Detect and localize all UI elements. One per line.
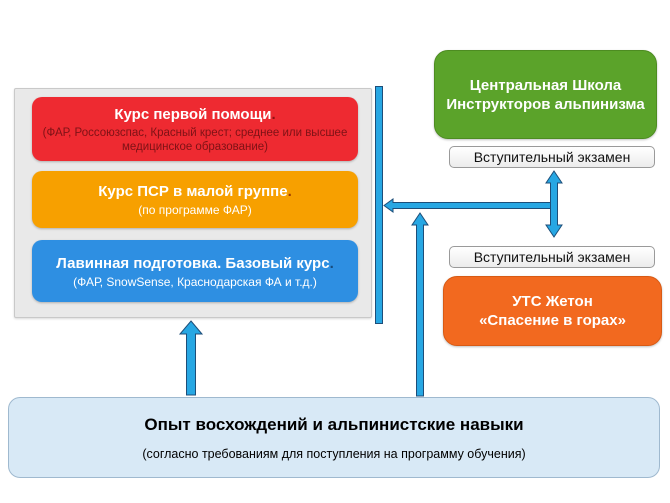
connector-left-arrow	[383, 198, 557, 213]
central-school-line1: Центральная Школа	[469, 76, 622, 94]
uts-zheton-line1: УТС Жетон	[512, 293, 593, 310]
avalanche-course-card: Лавинная подготовка. Базовый курс. (ФАР,…	[32, 240, 358, 302]
first-aid-title: Курс первой помощи.	[42, 105, 348, 124]
uts-zheton-line2: «Спасение в горах»	[479, 312, 626, 329]
panel-bracket-bar	[375, 86, 383, 324]
uts-zheton-box: УТС Жетон «Спасение в горах»	[443, 276, 662, 346]
psr-course-title: Курс ПСР в малой группе.	[42, 182, 348, 201]
first-aid-subtitle: (ФАР, Россоюзспас, Красный крест; средне…	[42, 126, 348, 153]
exam-double-arrow	[545, 170, 563, 238]
experience-box: Опыт восхождений и альпинистские навыки …	[8, 397, 660, 478]
central-school-box: Центральная Школа Инструкторов альпинизм…	[434, 50, 657, 139]
experience-subtitle: (согласно требованиям для поступления на…	[142, 446, 526, 461]
avalanche-course-subtitle: (ФАР, SnowSense, Краснодарская ФА и т.д.…	[73, 274, 317, 289]
first-aid-card: Курс первой помощи. (ФАР, Россоюзспас, К…	[32, 97, 358, 161]
first-aid-title-period: .	[271, 105, 276, 123]
psr-course-subtitle: (по программе ФАР)	[138, 203, 252, 217]
experience-to-connector-arrow	[411, 212, 429, 397]
psr-course-title-period: .	[287, 183, 292, 200]
psr-course-card: Курс ПСР в малой группе. (по программе Ф…	[32, 171, 358, 228]
avalanche-course-title: Лавинная подготовка. Базовый курс.	[42, 254, 348, 273]
experience-title: Опыт восхождений и альпинистские навыки	[144, 414, 524, 434]
experience-to-panel-arrow	[178, 320, 204, 396]
entrance-exam-badge-top: Вступительный экзамен	[449, 146, 655, 168]
entrance-exam-badge-bottom: Вступительный экзамен	[449, 246, 655, 268]
avalanche-course-title-text: Лавинная подготовка. Базовый курс	[56, 254, 330, 272]
psr-course-title-text: Курс ПСР в малой группе	[98, 183, 288, 200]
avalanche-course-title-period: .	[329, 254, 334, 272]
first-aid-title-text: Курс первой помощи	[114, 105, 272, 123]
central-school-line2: Инструкторов альпинизма	[446, 95, 645, 113]
